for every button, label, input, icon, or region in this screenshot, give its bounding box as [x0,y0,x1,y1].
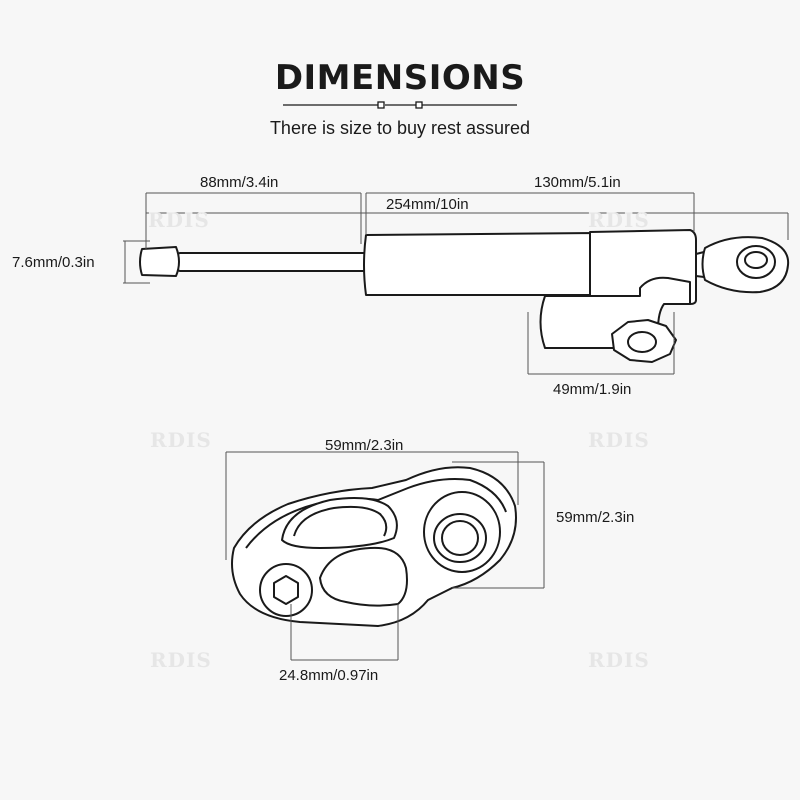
watermark-logo: RDIS [148,208,210,232]
clamp-height-label: 59mm/2.3in [556,509,635,526]
clamp-ring-inner [293,505,388,537]
mount-bracket [539,276,691,349]
clamp-top-face [245,478,507,549]
watermark-logo: RDIS [588,648,650,672]
page-subtitle: There is size to buy rest assured [269,118,531,138]
mount-offset-label: 130mm/5.1in [534,174,621,191]
watermark-logo: RDIS [588,428,650,452]
knob-center [627,331,657,353]
damper-cylinder [363,232,597,296]
clamp-dimension-lines [225,451,545,661]
rod-end-cap [139,246,180,277]
rod-eye-hole [744,251,768,269]
mount-hole [441,520,479,556]
steering-damper [139,229,790,363]
rod-length-label: 88mm/3.4in [200,174,279,191]
watermark-logo: RDIS [150,428,212,452]
clamp-bracket [231,466,517,627]
bracket-width-label: 49mm/1.9in [553,381,632,398]
damper-dimension-lines [123,192,789,375]
title-underline [283,101,517,109]
page-title: DIMENSIONS [274,58,526,98]
watermark-logo: RDIS [588,208,650,232]
clamp-ring [281,497,398,549]
rod-diameter-label: 7.6mm/0.3in [12,254,95,271]
piston-rod [177,252,369,272]
clamp-bore-label: 24.8mm/0.97in [279,667,379,684]
bolt-hex-head [273,575,299,605]
clamp-slot [319,546,408,607]
watermark-logo: RDIS [150,648,212,672]
clamp-width-label: 59mm/2.3in [325,437,404,454]
total-length-label: 254mm/10in [386,196,469,213]
